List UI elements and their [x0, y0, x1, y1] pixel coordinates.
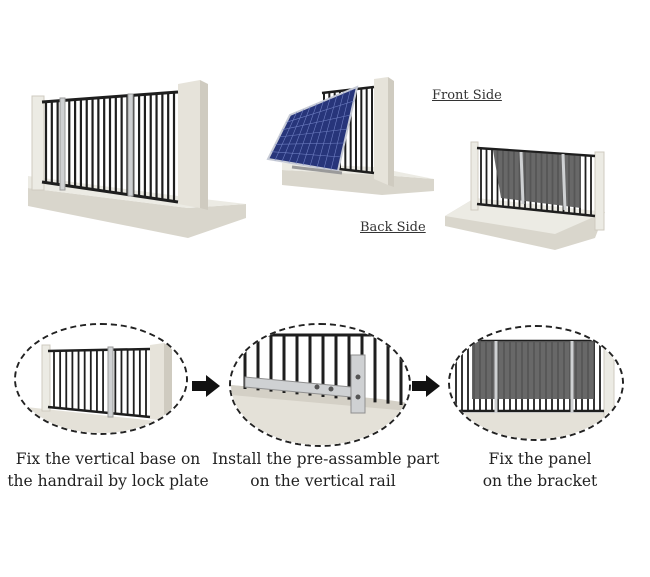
step-1-illustration — [14, 323, 188, 435]
step-3-caption-line-2: on the bracket — [482, 472, 598, 490]
back-side-label: Back Side — [360, 220, 426, 235]
step-3-caption: Fix the panel on the bracket — [440, 448, 640, 492]
step-2-caption-line-2: on the vertical rail — [250, 472, 396, 490]
step-3-caption-line-1: Fix the panel — [488, 450, 592, 468]
arrow-right-icon — [412, 375, 440, 397]
step-2-caption-line-1: Install the pre-assamble part — [212, 450, 440, 468]
front-side-label: Front Side — [432, 88, 502, 103]
railing-scene — [28, 80, 246, 238]
solar-panel-front-scene — [266, 77, 434, 195]
step-1-caption-line-2: the handrail by lock plate — [7, 472, 209, 490]
solar-panel-back-scene — [445, 141, 605, 250]
step-2-illustration — [229, 323, 411, 447]
step-2-caption: Install the pre-assamble part on the ver… — [212, 448, 440, 492]
step-1-caption-line-1: Fix the vertical base on — [15, 450, 201, 468]
arrow-right-icon — [192, 375, 220, 397]
step-3-illustration — [448, 325, 624, 441]
step-1-caption: Fix the vertical base on the handrail by… — [2, 448, 214, 492]
